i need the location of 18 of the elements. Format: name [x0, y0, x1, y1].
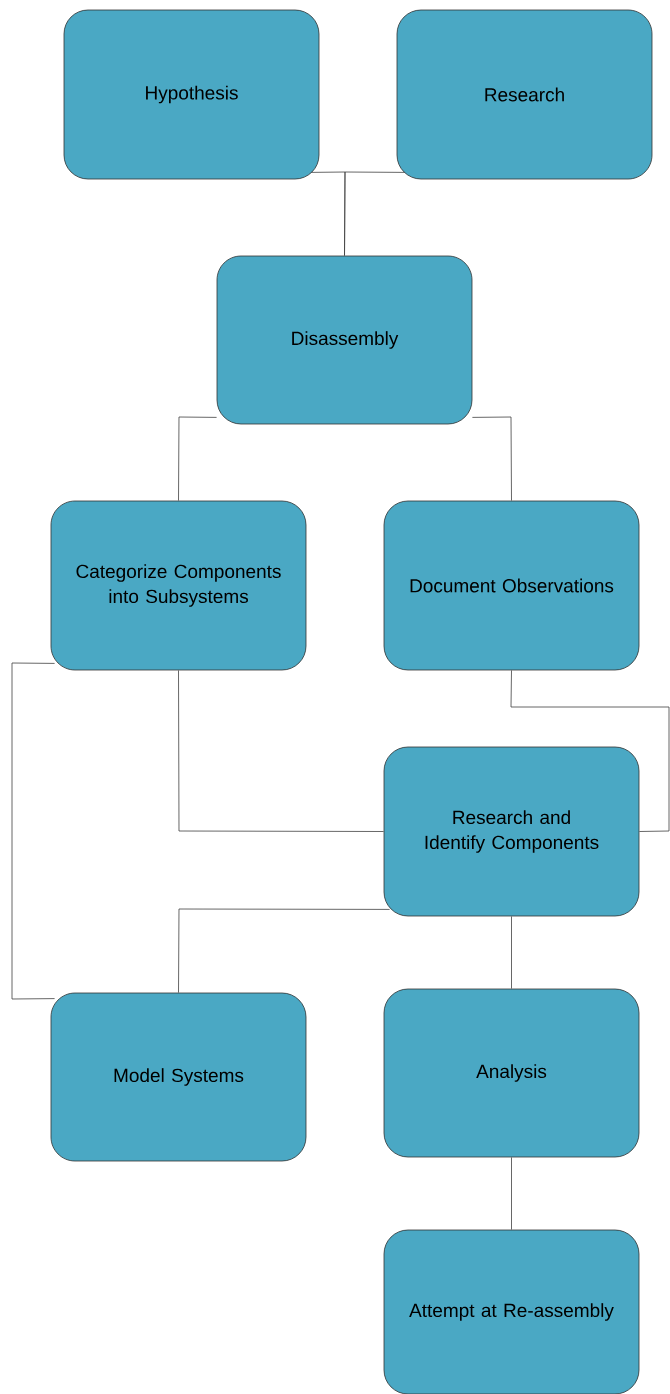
connector-line	[11, 662, 55, 1000]
process-box: Attempt at Re-assembly	[383, 1229, 640, 1394]
connector-line	[344, 171, 405, 256]
connector-line	[178, 416, 217, 501]
connector-line	[511, 1157, 512, 1230]
process-box: Categorize Components into Subsystems	[50, 500, 307, 671]
process-box: Disassembly	[216, 255, 473, 425]
process-box: Analysis	[383, 988, 640, 1158]
process-box: Hypothesis	[63, 9, 320, 180]
process-box: Research and Identify Components	[383, 746, 640, 917]
process-box: Research	[396, 9, 653, 180]
connector-line	[510, 670, 670, 832]
connector-line	[178, 908, 390, 993]
process-box: Model Systems	[50, 992, 307, 1162]
connector-line	[511, 916, 512, 989]
process-box: Document Observations	[383, 500, 640, 671]
connector-line	[472, 416, 512, 501]
connector-line	[178, 670, 384, 832]
